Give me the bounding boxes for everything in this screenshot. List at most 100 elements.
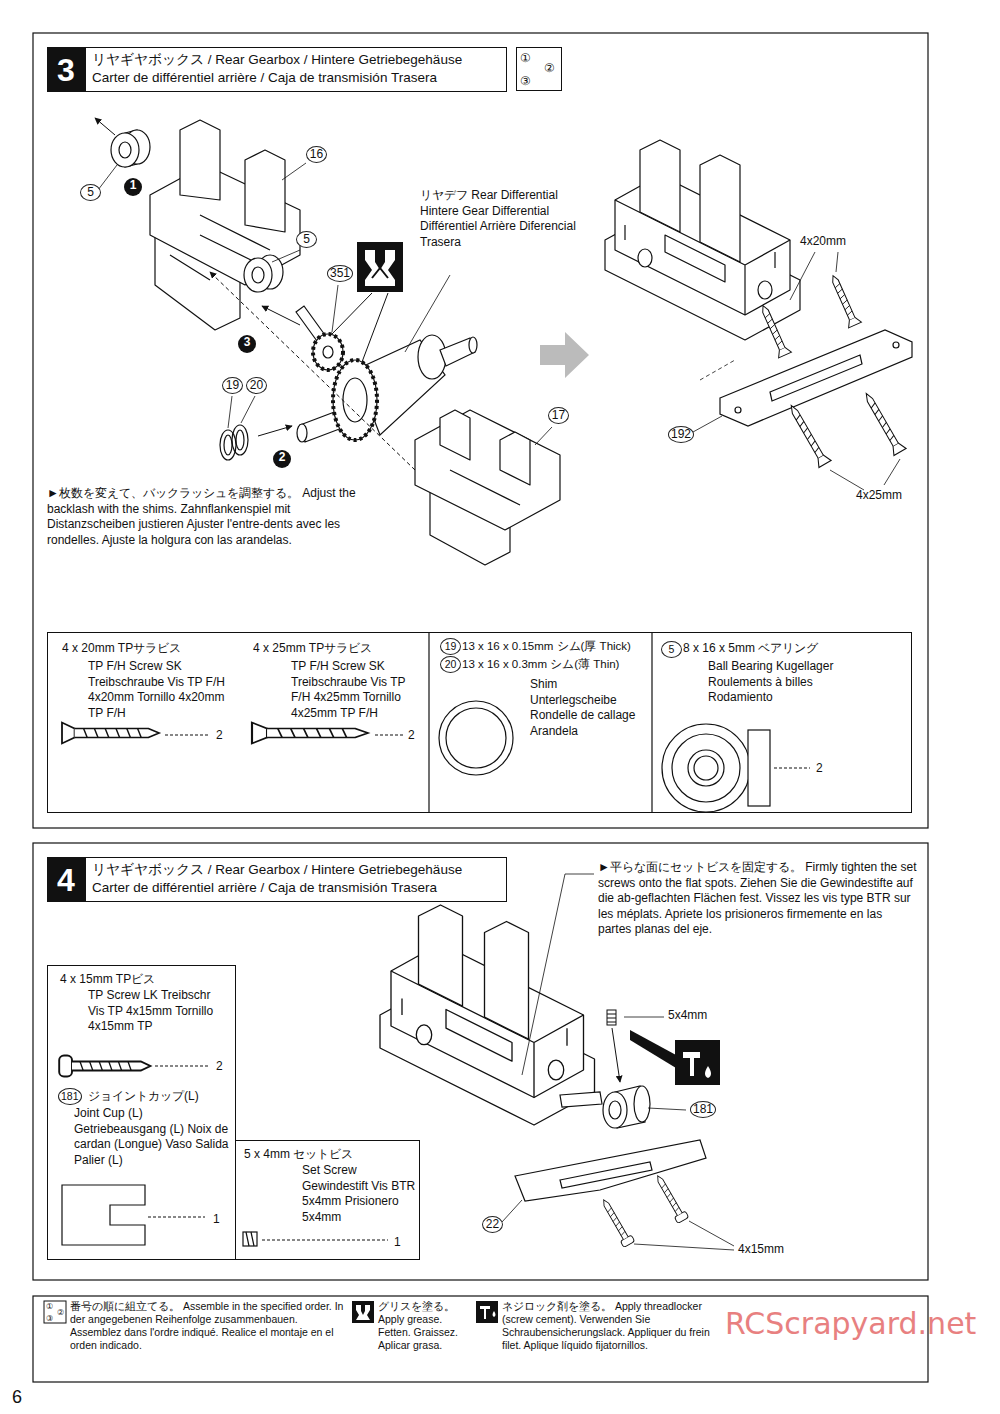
page-number: 6 [12,1386,22,1409]
parts-list: 5 x 4mm セットビスSet Screw Gewindestift Vis … [235,1140,420,1260]
lower-plate [735,407,741,413]
callout-number: 22 [482,1216,503,1233]
lower-plate [770,355,862,401]
legend-text: 番号の順に組立てる。 Assemble in the specified ord… [70,1300,345,1353]
order-number: ① [520,52,531,64]
leader-lines [332,285,338,332]
legend-icons [352,1301,374,1323]
part-description: TP Screw LK Treibschr Vis TP 4x15mm Torn… [88,988,228,1035]
next-arrow [540,332,589,378]
threadlock-icon [630,1030,720,1085]
leader-lines-b [693,416,722,432]
dimension: 4x20mm [800,234,846,250]
legend-text: グリスを塗る。 Apply grease. Fetten. Graissez. … [378,1300,470,1353]
dimension: 4x15mm [738,1242,784,1258]
callout-number: 5 [296,231,317,248]
rear-differential [297,424,307,442]
rear-differential [333,360,377,440]
part-description: Shim Unterlegscheibe Rondelle de callage… [530,677,645,739]
set-screw [624,1017,664,1018]
bearing [119,142,131,158]
parts-list: 4 x 15mm TPビスTP Screw LK Treibschr Vis T… [47,965,236,1260]
leader-lines-b [700,360,735,380]
shims [236,430,244,450]
rear-gearbox-half [150,120,300,330]
pinion-shaft [296,306,343,370]
assembly-arrows [95,118,415,470]
parts-list: 4 x 20mm TPサラビスTP F/H Screw SK Treibschr… [47,632,912,813]
joint-cup [609,1101,621,1119]
part-name: 13 x 16 x 0.15mm シム(厚 Thick) [462,639,631,654]
threadlock-icon [683,1052,700,1076]
lower-plate [720,330,912,426]
step-number: 3 [47,47,85,92]
step-number: 4 [47,857,85,902]
parts-art-3 [688,750,724,786]
order-number: ③ [520,75,531,87]
parts-art-4 [59,1056,150,1077]
rear-gearbox-half [245,150,285,232]
callout-number: 17 [548,407,569,424]
part-name: 13 x 16 x 0.3mm シム(薄 Thin) [462,657,619,672]
lower-plate-b [515,1140,706,1201]
leader-lines [405,275,450,352]
panel-frames [33,33,928,828]
leader-lines-c [634,1244,734,1250]
rear-differential [469,337,477,353]
illustration [757,303,792,358]
legend-text: ネジロック剤を塗る。 Apply threadlocker (screw cem… [502,1300,722,1353]
lower-plate-b [560,1162,652,1188]
parts-art-3 [672,734,740,802]
title-text: リヤギヤボックス / Rear Gearbox / Hintere Getrie… [92,51,502,86]
leader-lines [98,165,117,190]
part-count: 1 [394,1235,401,1251]
leader-lines-b [836,252,838,272]
legend-icons [356,1305,370,1320]
rear-gearbox-half-b [440,410,470,460]
leader-lines-b [790,252,815,300]
step-order-number: 2 [273,450,291,468]
parts-art-3 [748,730,770,806]
callout-number: 5 [80,184,101,201]
part-description: Set Screw Gewindestift Vis BTR 5x4mm Pri… [302,1163,417,1225]
rear-gearbox-half-b [500,432,530,485]
callout-number: 192 [668,426,694,443]
parts-art-3 [662,724,750,812]
leader-lines-b [693,252,900,490]
step-title: リヤギヤボックス / Rear Gearbox / Hintere Getrie… [85,47,507,92]
callout-number: 181 [690,1101,716,1118]
leader-lines-b [884,459,900,485]
grease-icon [372,268,388,278]
illustration [827,273,862,328]
illustration [785,402,831,467]
joint-cup [560,1086,650,1128]
illustration [860,390,906,455]
grease-icon [332,293,372,334]
pinion-shaft [313,334,343,370]
part-count: 2 [216,728,223,744]
order-number: ① [46,1303,53,1311]
bearing [244,258,272,292]
part-count: 2 [216,1059,223,1075]
order-number: ② [544,62,555,74]
leader-lines [241,396,255,423]
shims [232,425,248,455]
illustration [652,1173,689,1224]
callout-number: 5 [661,641,682,658]
lower-plate [720,330,912,426]
part-description: TP F/H Screw SK Treibschraube Vis TP F/H… [291,659,425,721]
legend-icons [476,1301,498,1323]
rear-differential [333,360,377,440]
illustration [380,905,595,1125]
leader-lines-c [689,1221,734,1246]
parts-art-3 [694,756,718,780]
watermark: RCScrapyard.net [725,1304,976,1343]
legend-icons [493,1311,496,1317]
legend-icons [44,1301,66,1323]
joint-cup [560,1092,602,1107]
grease-icon [365,250,395,286]
lower-plate [893,342,899,348]
leader-lines-b [830,470,864,490]
pinion-shaft [323,346,333,358]
parts-art-3 [252,723,368,744]
